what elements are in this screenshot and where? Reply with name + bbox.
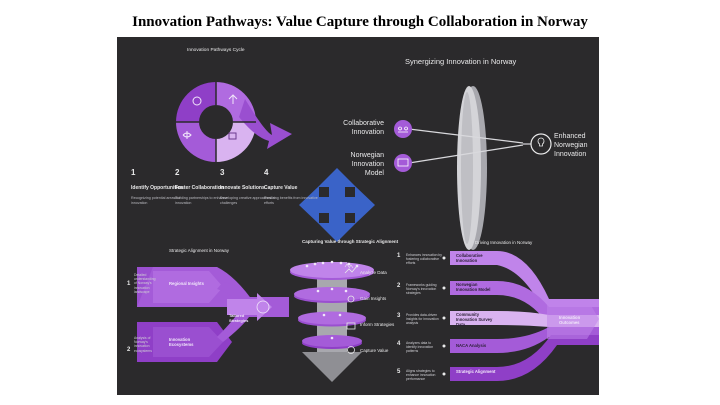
cycle-step: 3 Innovate Solutions Developing creative…	[220, 168, 284, 205]
driving-desc: Analyzes data to identify innovation pat…	[406, 341, 434, 354]
cycle-title: Innovation Pathways Cycle	[187, 48, 245, 53]
driving-outcome: Innovation Outcomes	[559, 315, 581, 325]
step-number: 1	[131, 168, 136, 177]
handshake-icon	[182, 131, 192, 139]
capture-item: Inform Strategies	[360, 322, 395, 327]
puzzle-icon	[228, 132, 237, 140]
driving-icons	[442, 256, 446, 376]
synergy-output: Enhanced Norwegian Innovation	[554, 133, 588, 158]
step-number: 2	[175, 168, 180, 177]
driving-desc: Provides data-driven insights for innova…	[406, 313, 439, 326]
driving-title: Driving Innovation in Norway	[475, 240, 533, 245]
synergy-title: Synergizing Innovation in Norway	[405, 57, 517, 66]
capture-item: Gain Insights	[360, 296, 387, 301]
cycle-step: 4 Capture Value Realizing benefits from …	[264, 168, 328, 205]
synergy-input: Collaborative Innovation	[343, 120, 384, 136]
chart-icon	[344, 265, 358, 274]
step-heading: Capture Value	[264, 185, 298, 191]
page-title: Innovation Pathways: Value Capture throu…	[132, 14, 588, 30]
step-heading: Foster Collaboration	[175, 185, 224, 191]
alignment-arrows	[137, 267, 289, 362]
driving-desc: Aligns strategies to enhance innovation …	[406, 369, 436, 382]
driving-num: 4	[397, 341, 401, 347]
cycle-ring	[176, 82, 292, 162]
alignment-label: Regional Insights	[169, 281, 204, 286]
strategy-icon	[346, 322, 356, 330]
driving-desc: Frameworks guiding Norway's innovation s…	[406, 283, 437, 296]
collaboration-icon	[394, 120, 412, 138]
alignment-title: Strategic Alignment in Norway	[169, 248, 230, 253]
infographic-graphics	[137, 82, 599, 382]
model-icon	[394, 154, 412, 172]
driving-num: 2	[397, 283, 401, 289]
infographic-panel: Innovation Pathways Cycle 1 Identify Opp…	[117, 37, 599, 395]
driving-label: NACA Analysis	[456, 343, 487, 348]
driving-num: 3	[397, 313, 401, 319]
cycle-step: 2 Foster Collaboration Building partners…	[175, 168, 239, 205]
driving-label: Collaborative Innovation	[456, 253, 483, 263]
capture-item: Analyze Data	[360, 270, 387, 275]
step-desc: Recognizing potential areas for innovati…	[131, 196, 181, 205]
step-number: 4	[264, 168, 269, 177]
insight-icon	[347, 295, 355, 303]
four-way-arrow-icon	[299, 168, 375, 242]
synergy-input: Norwegian Innovation Model	[350, 152, 384, 177]
driving-num: 5	[397, 369, 401, 375]
merge-label: Tailored Strategies	[229, 313, 249, 323]
alignment-num: 2	[127, 347, 131, 353]
lens-graphic	[394, 86, 552, 250]
alignment-desc: Analysis of Norway's innovation ecosyste…	[134, 336, 152, 353]
driving-label: Norwegian Innovation Model	[456, 282, 491, 292]
driving-ribbons	[450, 251, 599, 381]
driving-desc: Enhances innovation by fostering collabo…	[406, 253, 443, 266]
driving-label: Community Innovation Survey Data	[456, 312, 493, 327]
alignment-desc: Detailed understanding of Norway's innov…	[134, 273, 156, 294]
driving-num: 1	[397, 253, 401, 259]
lightbulb-icon	[192, 96, 202, 106]
value-icon	[347, 346, 355, 354]
target-icon	[256, 300, 270, 314]
capture-icons	[344, 265, 358, 354]
step-desc: Realizing benefits from innovative effor…	[264, 196, 318, 205]
step-heading: Innovate Solutions	[220, 185, 265, 191]
capture-item: Capture Value	[360, 348, 389, 353]
alignment-num: 1	[127, 281, 131, 287]
lightbulb-icon	[530, 133, 552, 155]
capturing-title: Capturing Value through Strategic Alignm…	[302, 239, 399, 244]
cycle-step: 1 Identify Opportunities Recognizing pot…	[131, 168, 195, 205]
growth-icon	[228, 94, 238, 104]
alignment-label: Innovation Ecosystems	[169, 337, 194, 347]
step-number: 3	[220, 168, 225, 177]
step-heading: Identify Opportunities	[131, 185, 183, 191]
step-desc: Building partnerships to enhance innovat…	[175, 196, 228, 205]
driving-label: Strategic Alignment	[456, 369, 496, 374]
step-desc: Developing creative approaches to challe…	[220, 196, 276, 205]
